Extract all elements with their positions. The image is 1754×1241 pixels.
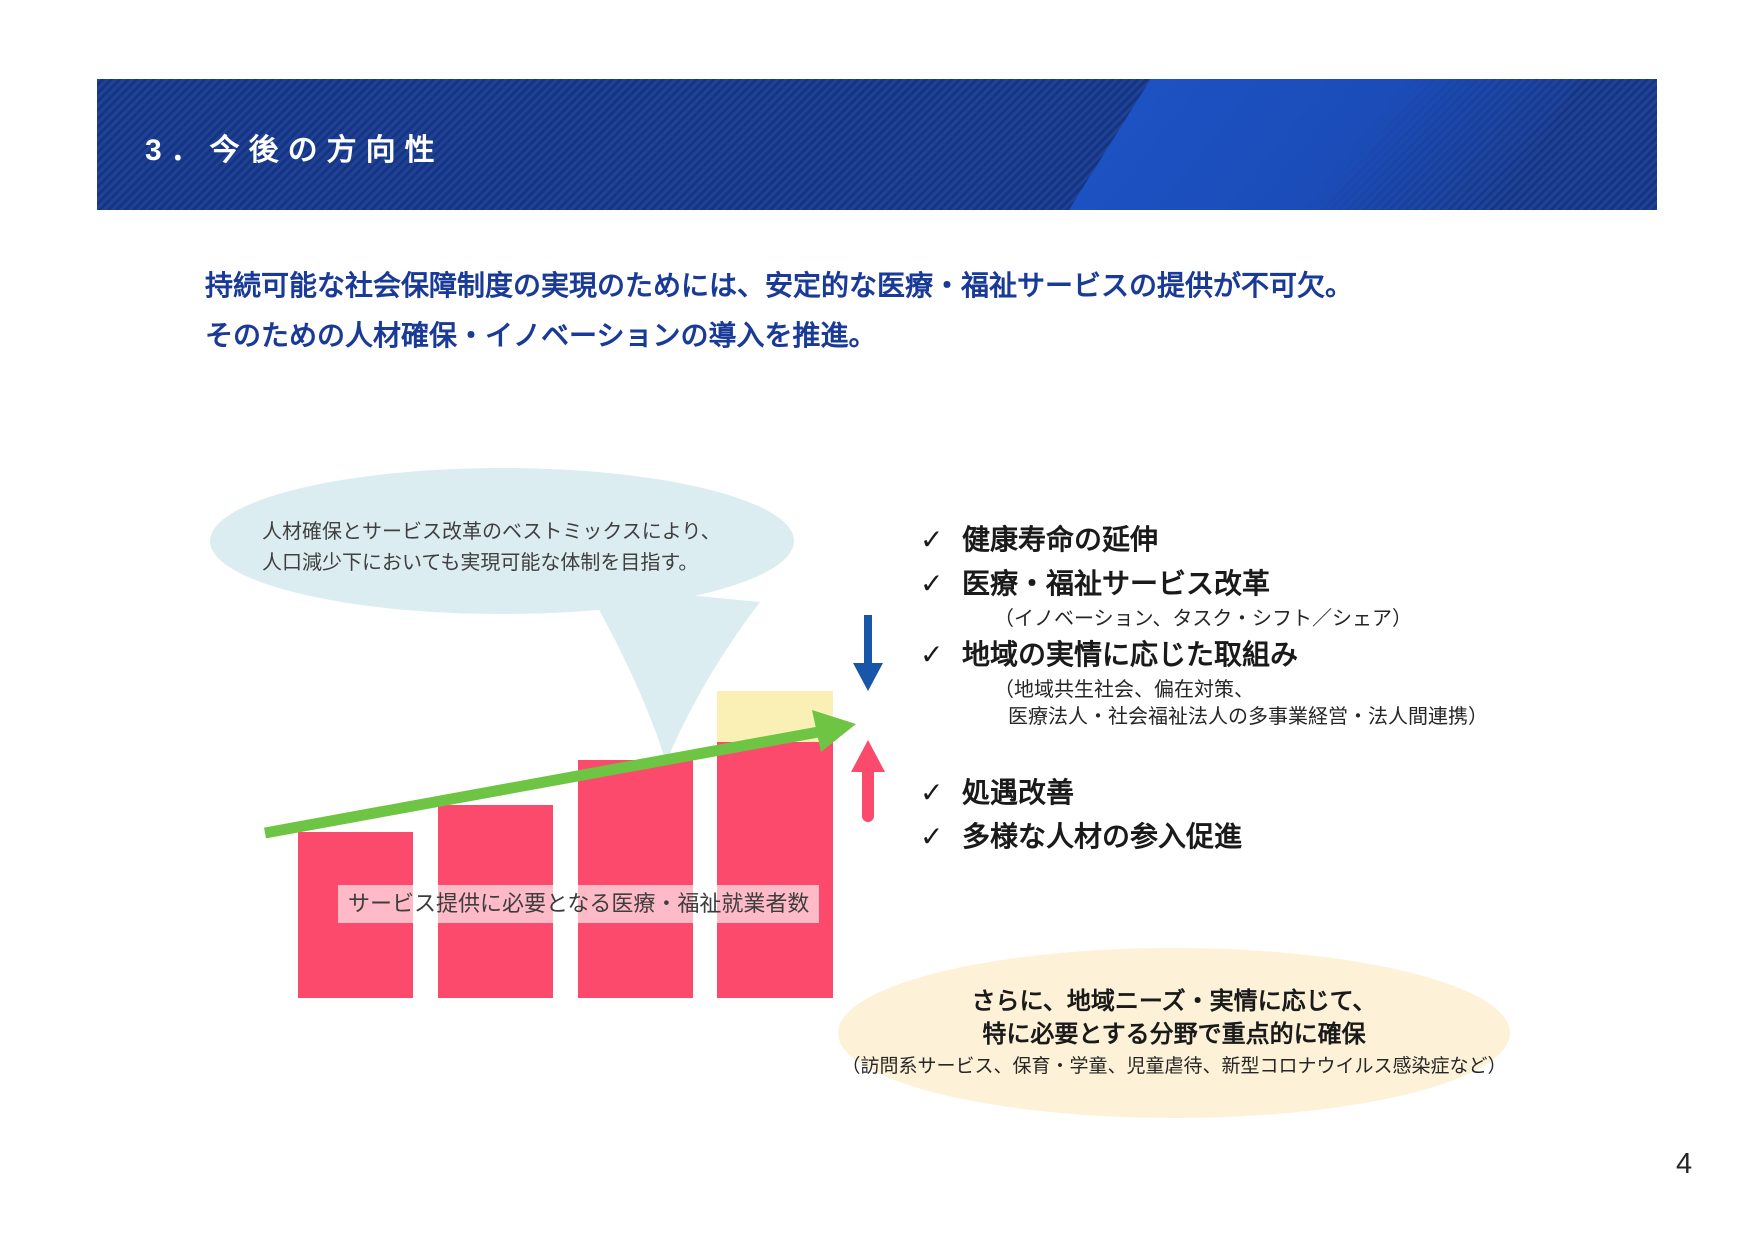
chart-bar-4-yellow-extra (717, 691, 833, 742)
check-icon: ✓ (920, 639, 944, 670)
down-arrow-head (853, 663, 883, 691)
checklist-subtext: （地域共生社会、偏在対策、 (994, 679, 1254, 701)
checklist-item-label: 健康寿命の延伸 (962, 524, 1159, 555)
checklist-item: ✓ 健康寿命の延伸 (920, 518, 1540, 562)
checklist-item: ✓ 地域の実情に応じた取組み (920, 633, 1540, 677)
intro-line-1: 持続可能な社会保障制度の実現のためには、安定的な医療・福祉サービスの提供が不可欠… (205, 270, 1354, 301)
check-icon: ✓ (920, 568, 944, 599)
checklist-item-label: 多様な人材の参入促進 (962, 821, 1243, 852)
up-arrow-head (851, 740, 885, 772)
checklist: ✓ 健康寿命の延伸 ✓ 医療・福祉サービス改革 （イノベーション、タスク・シフト／シ… (920, 518, 1540, 859)
checklist-gap (920, 731, 1540, 771)
chart-bar-4 (717, 742, 833, 998)
down-arrow-shaft (864, 615, 872, 667)
cream-line-1: さらに、地域ニーズ・実情に応じて、 (971, 988, 1377, 1015)
slide-title: 3．今後の方向性 (145, 134, 444, 167)
chart-bar-3 (578, 760, 693, 998)
checklist-item: ✓ 医療・福祉サービス改革 (920, 562, 1540, 606)
checklist-item: ✓ 多様な人材の参入促進 (920, 815, 1540, 859)
checklist-subtext: 医療法人・社会福祉法人の多事業経営・法人間連携） (1008, 706, 1488, 728)
checklist-item: ✓ 処遇改善 (920, 771, 1540, 815)
checklist-item-label: 地域の実情に応じた取組み (962, 639, 1299, 670)
checklist-subtext: （イノベーション、タスク・シフト／シェア） (994, 608, 1412, 630)
check-icon: ✓ (920, 821, 944, 852)
intro-line-2: そのための人材確保・イノベーションの導入を推進。 (205, 320, 877, 351)
checklist-item-label: 処遇改善 (962, 777, 1075, 808)
cream-line-3: （訪問系サービス、保育・学童、児童虐待、新型コロナウイルス感染症など） (841, 1056, 1507, 1077)
check-icon: ✓ (920, 524, 944, 555)
cream-line-2: 特に必要とする分野で重点的に確保 (982, 1021, 1366, 1048)
chart-label: サービス提供に必要となる医療・福祉就業者数 (338, 885, 820, 923)
speech-bubble-text: 人材確保とサービス改革のベストミックスにより、人口減少下においても実現可能な体制… (262, 521, 721, 574)
checklist-item-label: 医療・福祉サービス改革 (962, 568, 1271, 599)
cream-callout-ellipse: さらに、地域ニーズ・実情に応じて、 特に必要とする分野で重点的に確保 （訪問系サ… (838, 948, 1510, 1118)
up-arrow-shaft (862, 766, 874, 822)
check-icon: ✓ (920, 777, 944, 808)
page-number: 4 (1676, 1148, 1693, 1180)
header-banner: 3．今後の方向性 (97, 79, 1657, 210)
